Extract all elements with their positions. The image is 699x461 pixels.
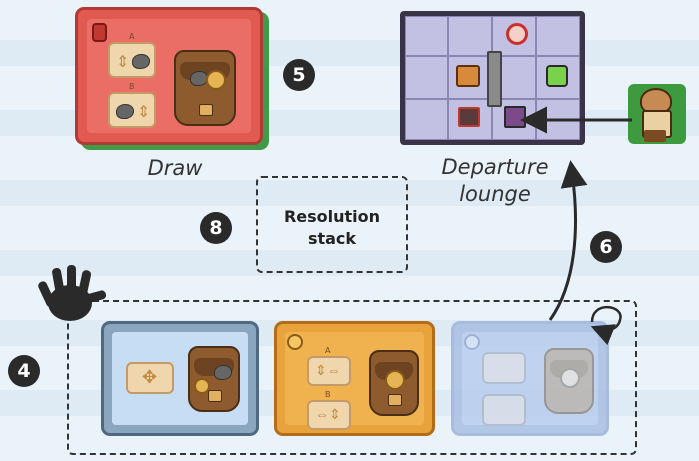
adventurer-icon <box>628 84 686 144</box>
hand-card-1[interactable]: ✥ <box>101 321 259 436</box>
hand-card-3-played[interactable] <box>451 321 609 436</box>
rock-icon <box>116 104 134 119</box>
lounge-tile <box>405 16 448 56</box>
coin-icon <box>206 70 226 90</box>
bag-clasp <box>208 390 222 402</box>
hand-card-2[interactable]: ⇕⇔ A ⇔⇕ B <box>274 321 435 436</box>
rock-icon <box>214 365 232 380</box>
coin-icon <box>560 368 580 388</box>
arrows-icon: ⇕ <box>137 104 151 121</box>
step-5-badge: 5 <box>283 59 315 91</box>
lamp-icon <box>546 65 568 87</box>
gem-icon <box>92 23 107 42</box>
step-6-badge: 6 <box>590 231 622 263</box>
option-a-label: A <box>325 346 331 355</box>
resolution-label-line2: stack <box>307 229 357 248</box>
lounge-tile <box>405 99 448 140</box>
backpack-icon <box>544 348 594 414</box>
option-b-pillow: ⇔⇕ <box>307 400 351 430</box>
backpack-icon <box>188 346 240 412</box>
gem-icon <box>287 334 303 350</box>
arrows-icon: ⇕⇔ <box>315 362 341 378</box>
adventurer-legs <box>644 130 666 142</box>
bag-clasp <box>199 104 213 116</box>
vent-icon <box>458 107 480 127</box>
backpack-icon <box>369 350 419 416</box>
option-b-pillow <box>482 394 526 426</box>
arrows-icon: ⇕ <box>116 54 130 71</box>
arrows-icon: ⇔⇕ <box>315 406 341 422</box>
departure-label-line1: Departure <box>441 155 549 179</box>
resolution-stack-box[interactable] <box>256 176 408 273</box>
option-a-pillow <box>482 352 526 384</box>
hand-area[interactable] <box>67 300 637 455</box>
departure-label-line2: lounge <box>459 182 531 206</box>
option-b-pillow: ⇕ <box>108 92 156 128</box>
door-icon <box>504 106 526 128</box>
resolution-stack-label: Resolution stack <box>256 206 408 250</box>
sign-icon <box>506 23 528 45</box>
arrows-icon: ✥ <box>142 367 158 387</box>
lounge-tile <box>448 16 492 56</box>
draw-pile-card[interactable]: ⇕ A ⇕ B <box>75 7 263 145</box>
resolution-label-line1: Resolution <box>283 207 381 226</box>
step-8-badge: 8 <box>200 212 232 244</box>
pillow-icon: ✥ <box>126 362 174 394</box>
adventurer-head <box>640 88 672 114</box>
chest-icon <box>456 65 480 87</box>
lounge-tile <box>536 99 580 140</box>
coin-icon <box>385 370 405 390</box>
draw-label: Draw <box>147 156 203 180</box>
departure-lounge-board[interactable] <box>400 11 585 145</box>
option-b-label: B <box>325 390 331 399</box>
option-a-pillow: ⇕⇔ <box>307 356 351 386</box>
rock-icon <box>132 54 150 69</box>
step-4-badge: 4 <box>8 355 40 387</box>
backpack-icon <box>174 50 236 126</box>
lounge-tile <box>536 16 580 56</box>
option-a-pillow: ⇕ <box>108 42 156 78</box>
option-b-label: B <box>129 82 135 91</box>
pillar-icon <box>487 51 502 107</box>
lounge-tile <box>405 56 448 99</box>
option-a-label: A <box>129 32 135 41</box>
gem-icon <box>464 334 480 350</box>
coin-icon <box>194 378 210 394</box>
bag-clasp <box>388 394 402 406</box>
